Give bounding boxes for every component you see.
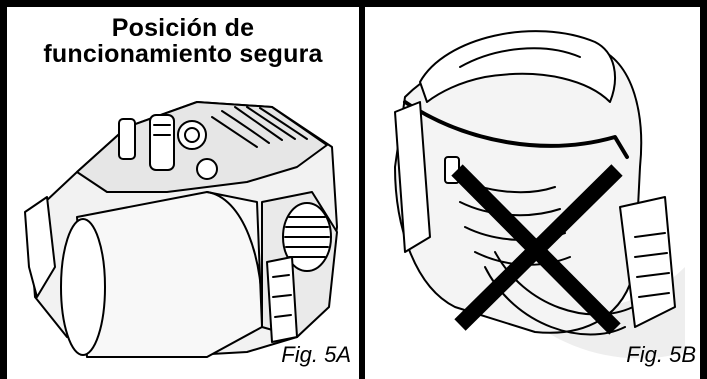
compressor-upright-illustration [24,101,338,358]
panel-title: Posición de funcionamiento segura [7,15,359,67]
panel-safe-position: Posición de funcionamiento segura Fig. 5… [7,7,359,379]
figure-caption-5b: Fig. 5B [626,342,696,367]
title-line-1: Posición de [111,14,255,42]
figure-caption-5a: Fig. 5A [281,342,351,367]
prohibited-x-icon [451,164,623,335]
panel-divider [359,0,365,379]
compressor-tipped-illustration [394,30,685,359]
panel-unsafe-position: Fig. 5B [365,7,700,379]
title-line-2: funcionamiento segura [43,40,323,68]
